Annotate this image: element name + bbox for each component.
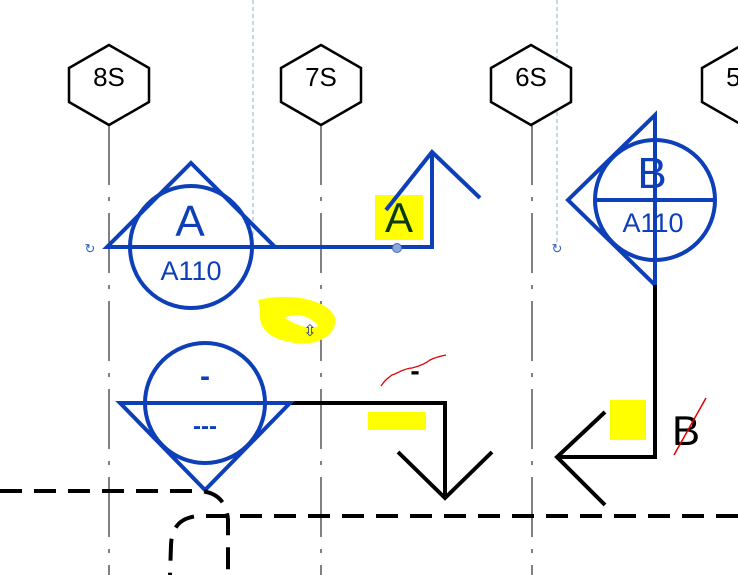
highlight-mark	[368, 412, 426, 430]
section-tail-label: -	[410, 355, 419, 386]
highlight-mark	[610, 400, 646, 440]
grid-head-8s[interactable]: 8S	[67, 43, 151, 127]
grid-label: 7S	[305, 62, 337, 92]
grid-label: 6S	[515, 62, 547, 92]
sheet-number: ---	[193, 413, 217, 440]
squiggle-markup	[380, 354, 447, 387]
rotate-icon[interactable]: ↻	[552, 241, 563, 256]
sheet-number: A110	[622, 208, 683, 238]
grid-head-7s[interactable]: 7S	[279, 43, 363, 127]
drag-grip[interactable]	[392, 243, 402, 253]
sheet-number: A110	[160, 256, 221, 286]
highlight-mark	[375, 195, 423, 240]
section-tail-label: B	[672, 407, 700, 454]
strikethrough-markup	[673, 397, 707, 456]
grid-label: 8S	[93, 62, 125, 92]
highlight-mark	[258, 296, 336, 344]
section-letter: A	[175, 197, 205, 246]
section-tail-label: A	[385, 194, 413, 241]
resize-cursor-icon: ⇳	[303, 323, 316, 340]
section-marker-a[interactable]: A A110 A	[102, 149, 482, 310]
grid-head-5s[interactable]: 5S	[700, 45, 738, 125]
rotate-icon[interactable]: ↻	[85, 241, 96, 256]
section-marker-blank[interactable]: - --- -	[115, 341, 494, 501]
grid-label: 5S	[726, 62, 738, 92]
dashed-boundary-line[interactable]	[168, 514, 738, 575]
section-letter: -	[200, 360, 210, 393]
section-letter: B	[637, 149, 666, 198]
grid-head-6s[interactable]: 6S	[489, 43, 573, 127]
dashed-boundary-line[interactable]	[0, 489, 230, 575]
section-marker-b[interactable]: B A110 B	[554, 110, 717, 507]
